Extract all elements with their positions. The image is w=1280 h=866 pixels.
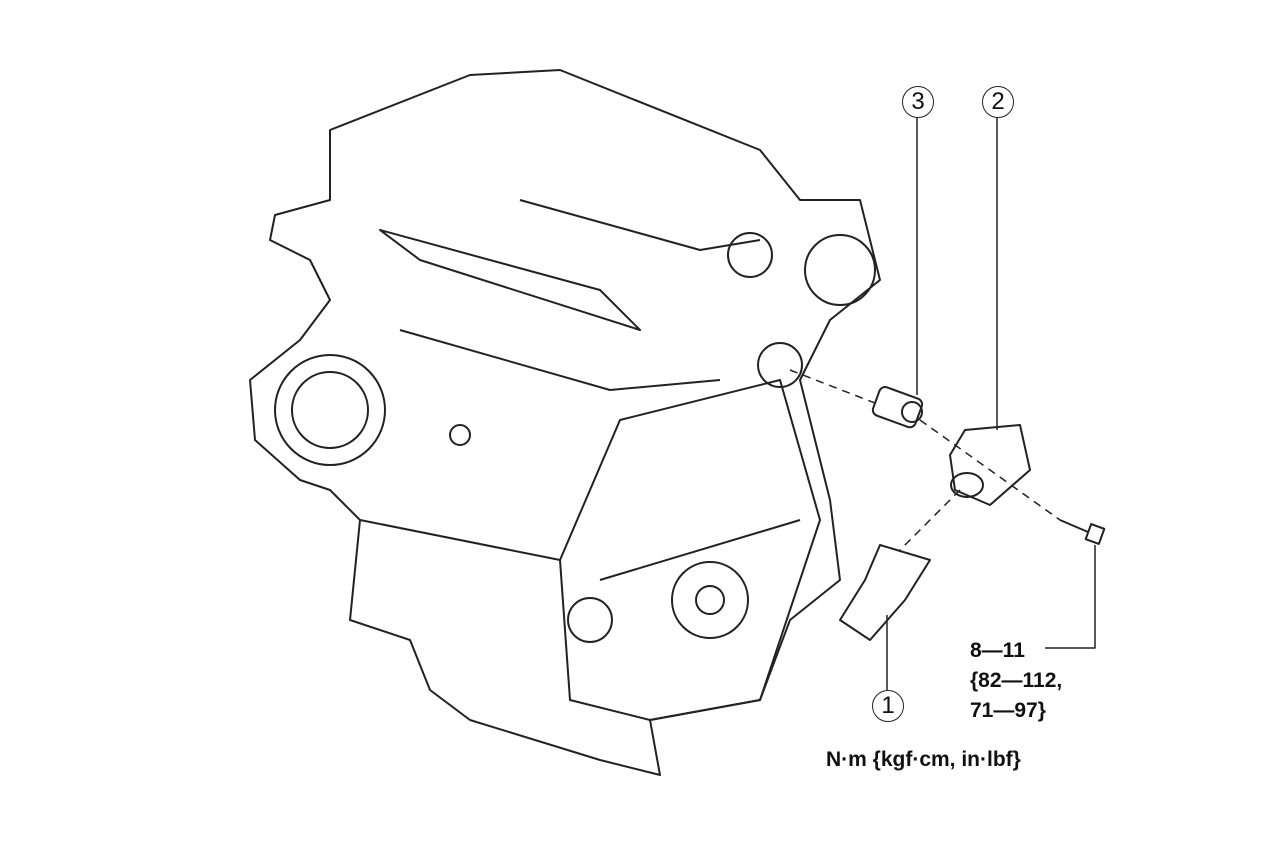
torque-unit-label: N·m {kgf·cm, in·lbf} [826,748,1021,771]
alignment-lines [789,369,1061,551]
water-inlet-pipe-part [839,544,931,641]
callout-2: 2 [982,86,1014,118]
torque-nm: 8—11 [970,639,1025,662]
engine-block [249,69,881,776]
torque-spec: 8—11 {82—112, 71—97} [970,636,1062,726]
bolt-part [1059,519,1106,545]
torque-in-lbf: 71—97} [970,699,1046,722]
leader-lines [886,117,1096,690]
callout-3: 3 [902,86,934,118]
thermostat-housing-part [949,424,1031,506]
thermostat-part [871,386,924,429]
callout-1: 1 [872,690,904,722]
torque-kgf-cm: {82—112, [970,669,1063,692]
